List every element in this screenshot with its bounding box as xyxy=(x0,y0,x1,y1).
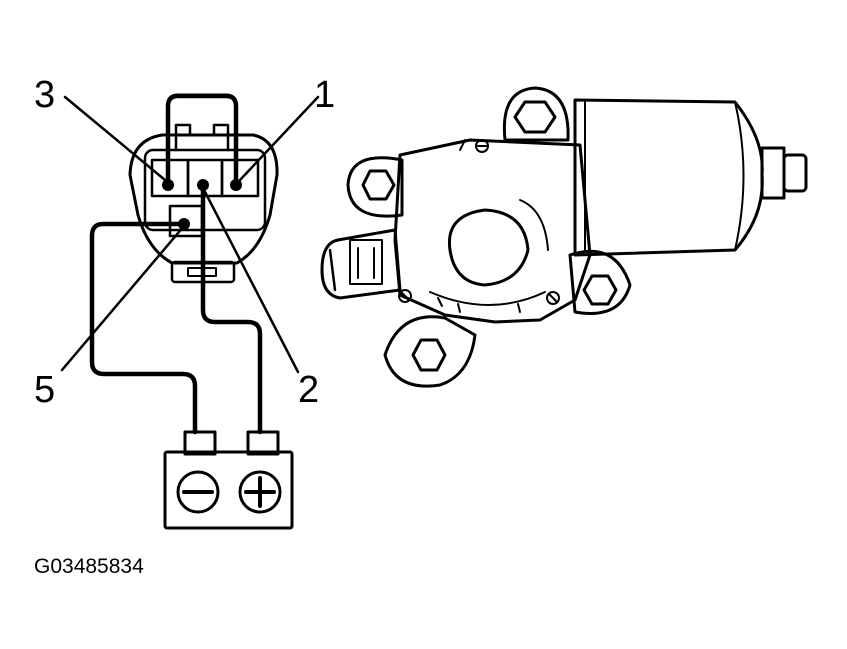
wire-pin5-to-negative xyxy=(89,221,198,435)
pin-label-1: 1 xyxy=(314,74,335,116)
wiring xyxy=(89,93,263,435)
pin-label-5: 5 xyxy=(34,369,55,411)
figure-id: G03485834 xyxy=(34,555,144,578)
leader-lines xyxy=(60,95,320,374)
pin-label-2: 2 xyxy=(298,369,319,411)
jumper-wire-pin3-pin1 xyxy=(165,93,239,188)
wire-pin2-to-positive xyxy=(200,182,263,435)
battery xyxy=(163,430,294,530)
wiper-motor xyxy=(320,86,808,388)
pin-label-3: 3 xyxy=(34,74,55,116)
minus-icon xyxy=(176,470,220,514)
plus-icon xyxy=(238,470,282,514)
